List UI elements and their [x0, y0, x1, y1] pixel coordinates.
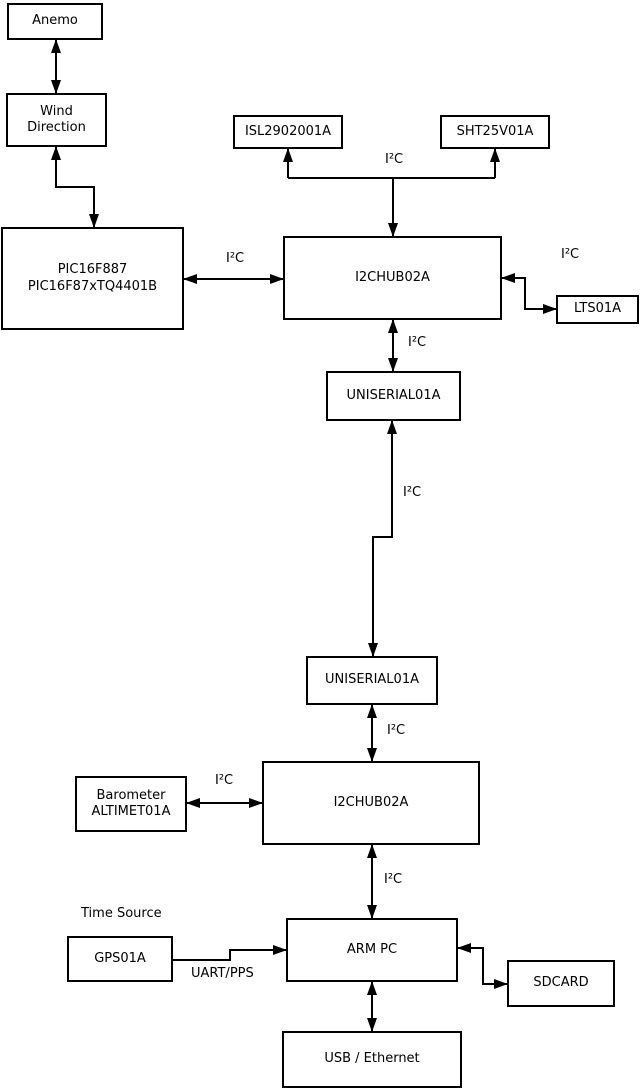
node-wind-direction: Wind Direction — [6, 93, 107, 147]
node-uniserial-bottom: UNISERIAL01A — [306, 656, 438, 705]
node-uniserial-top: UNISERIAL01A — [326, 371, 461, 421]
edge-label-i2c-uniserial-hub2: I²C — [387, 723, 406, 738]
edge-label-i2c-hub-lts: I²C — [561, 247, 580, 262]
edge-label-i2c-uniserial-link: I²C — [403, 485, 422, 500]
edge-label-i2c-bus-top: I²C — [385, 152, 404, 167]
edge-label-i2c-barometer-hub: I²C — [215, 773, 234, 788]
edge-label-time-source: Time Source — [81, 906, 162, 921]
edge-wind-pic — [51, 146, 99, 228]
node-i2c-hub-bottom: I2CHUB02A — [262, 761, 480, 845]
node-lts01a: LTS01A — [556, 295, 639, 324]
edge-label-uart-pps: UART/PPS — [191, 966, 254, 981]
node-gps01a: GPS01A — [67, 936, 173, 982]
node-barometer: Barometer ALTIMET01A — [75, 776, 187, 832]
node-anemo: Anemo — [7, 3, 103, 40]
node-usb-ethernet: USB / Ethernet — [282, 1031, 462, 1088]
node-isl2902001a: ISL2902001A — [233, 115, 343, 149]
node-pic-controller: PIC16F887 PIC16F87xTQ4401B — [1, 227, 184, 330]
edge-label-i2c-hub2-arm: I²C — [384, 872, 403, 887]
node-sdcard: SDCARD — [507, 960, 615, 1007]
node-sht25v01a: SHT25V01A — [440, 115, 550, 149]
edge-gps-arm — [173, 945, 287, 961]
edge-arm-sdcard — [457, 943, 508, 989]
node-arm-pc: ARM PC — [286, 918, 458, 982]
edge-uniserial-link — [368, 420, 397, 657]
edge-hub-lts — [501, 273, 557, 314]
node-i2c-hub-top: I2CHUB02A — [283, 236, 502, 320]
edge-label-i2c-pic-hub: I²C — [226, 251, 245, 266]
edge-label-i2c-hub-uniserial: I²C — [408, 335, 427, 350]
